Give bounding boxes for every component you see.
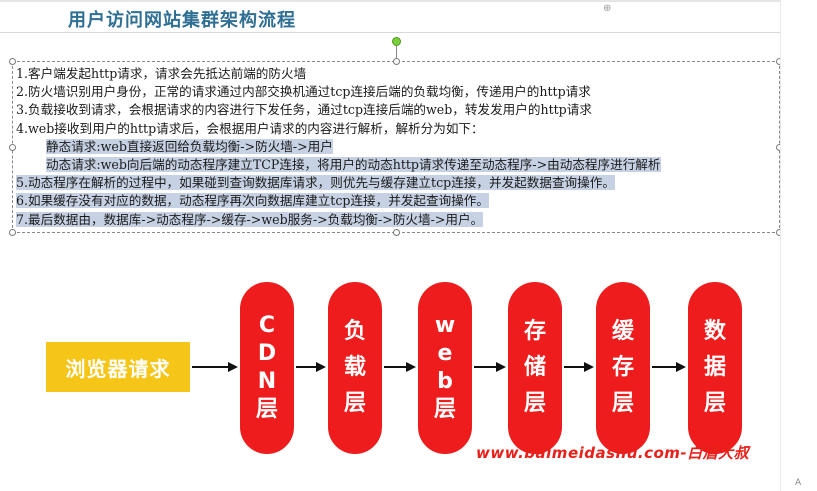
- text-box-content[interactable]: 1.客户端发起http请求，请求会先抵达前端的防火墙 2.防火墙识别用户身份，正常…: [16, 65, 780, 229]
- text-line: 2.防火墙识别用户身份，正常的请求通过内部交换机通过tcp连接后端的负载均衡，传…: [16, 83, 780, 101]
- layer-label: 负载层: [343, 319, 366, 416]
- text-line: 3.负载接收到请求，会根据请求的内容进行下发任务，通过tcp连接后端的web，转…: [16, 101, 780, 119]
- layer-web: web层: [418, 282, 472, 454]
- rotation-stem: [396, 44, 397, 61]
- arrow-icon: [652, 362, 686, 372]
- slide-title: 用户访问网站集群架构流程: [68, 10, 296, 31]
- corner-icon: ⊕: [603, 3, 612, 14]
- layer-storage: 存储层: [508, 282, 562, 454]
- text-line: 静态请求:web直接返回给负载均衡->防火墙->用户: [16, 138, 780, 156]
- text-line-content: 静态请求:web直接返回给负载均衡->防火墙->用户: [46, 138, 333, 154]
- layer-label: 存储层: [523, 319, 546, 416]
- arrow-icon: [564, 362, 594, 372]
- arrow-icon: [296, 362, 326, 372]
- resize-handle-bottom-left[interactable]: [9, 229, 16, 236]
- layer-label: 数据层: [703, 319, 726, 416]
- arrow-icon: [384, 362, 416, 372]
- layer-label: web层: [433, 313, 456, 422]
- layer-cdn: CDN层: [240, 282, 294, 454]
- layer-cache: 缓存层: [596, 282, 650, 454]
- text-line: 动态请求:web向后端的动态程序建立TCP连接，将用户的动态http请求传递至动…: [16, 156, 780, 174]
- footer-mark: A: [795, 478, 802, 488]
- layer-data: 数据层: [688, 282, 742, 454]
- layer-label: 缓存层: [611, 319, 634, 416]
- resize-handle-left[interactable]: [9, 144, 16, 151]
- text-line-content: 5.动态程序在解析的过程中，如果碰到查询数据库请求，则优先与缓存建立tcp连接，…: [16, 175, 615, 191]
- text-line-content: 动态请求:web向后端的动态程序建立TCP连接，将用户的动态http请求传递至动…: [46, 156, 661, 172]
- arrow-icon: [474, 362, 506, 372]
- text-line-content: 7.最后数据由，数据库->动态程序->缓存->web服务->负载均衡->防火墙-…: [16, 211, 484, 227]
- browser-request-label: 浏览器请求: [65, 356, 171, 381]
- text-line: 4.web接收到用户的http请求后，会根据用户请求的内容进行解析，解析分为如下…: [16, 120, 780, 138]
- text-line-content: 1.客户端发起http请求，请求会先抵达前端的防火墙: [16, 66, 307, 81]
- arrow-icon: [192, 362, 238, 372]
- watermark-text: www.baimeidashu.com-白眉大叔: [476, 444, 750, 462]
- layer-label: CDN层: [255, 313, 278, 422]
- top-edge: [0, 0, 780, 2]
- browser-request-box: 浏览器请求: [46, 342, 190, 392]
- text-line: 6.如果缓存没有对应的数据，动态程序再次向数据库建立tcp连接，并发起查询操作。: [16, 192, 780, 210]
- text-line: 7.最后数据由，数据库->动态程序->缓存->web服务->负载均衡->防火墙-…: [16, 211, 780, 229]
- text-line-content: 2.防火墙识别用户身份，正常的请求通过内部交换机通过tcp连接后端的负载均衡，传…: [16, 84, 591, 100]
- text-line: 1.客户端发起http请求，请求会先抵达前端的防火墙: [16, 65, 780, 83]
- text-line-content: 3.负载接收到请求，会根据请求的内容进行下发任务，通过tcp连接后端的web，转…: [16, 102, 592, 118]
- right-margin: [780, 0, 817, 491]
- text-line-content: 6.如果缓存没有对应的数据，动态程序再次向数据库建立tcp连接，并发起查询操作。: [16, 193, 489, 209]
- text-line-content: 4.web接收到用户的http请求后，会根据用户请求的内容进行解析，解析分为如下…: [16, 120, 484, 136]
- text-line: 5.动态程序在解析的过程中，如果碰到查询数据库请求，则优先与缓存建立tcp连接，…: [16, 174, 780, 192]
- rotation-handle[interactable]: [392, 37, 401, 46]
- title-divider: [0, 32, 780, 33]
- layer-load-balancer: 负载层: [328, 282, 382, 454]
- resize-handle-top-left[interactable]: [9, 58, 16, 65]
- resize-handle-top[interactable]: [393, 58, 400, 65]
- resize-handle-bottom[interactable]: [393, 229, 400, 236]
